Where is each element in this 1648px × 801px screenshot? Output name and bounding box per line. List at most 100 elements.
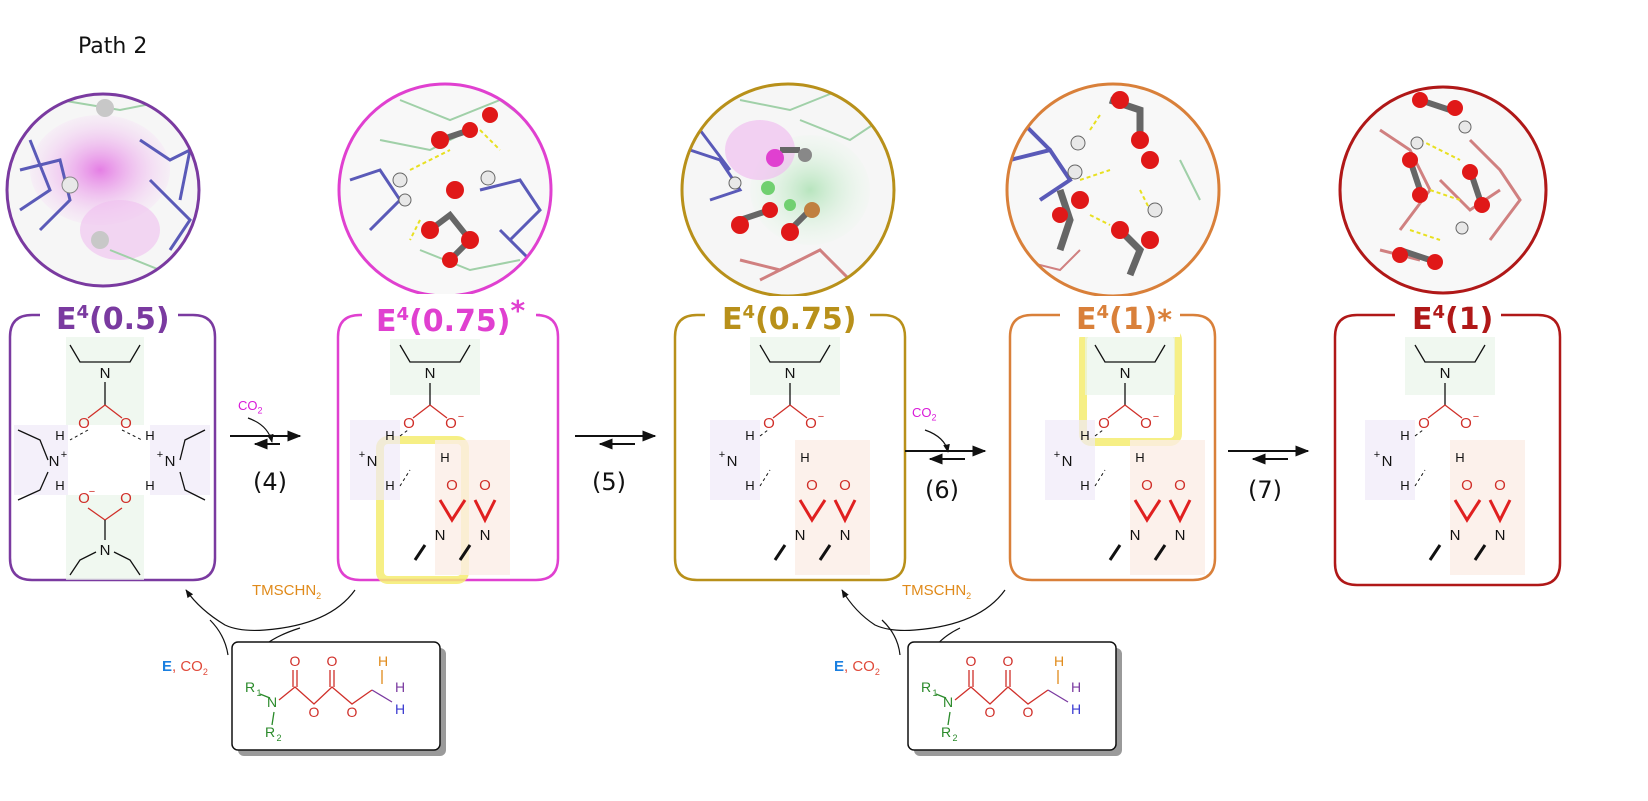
bond [968,670,1011,687]
bond [1414,344,1486,363]
charge-minus: − [1473,411,1479,423]
bond [278,686,373,705]
atom-o: O [445,415,457,432]
bond [292,670,335,687]
co2-main: CO [238,398,258,413]
bond [17,429,49,501]
atom-n: N [1495,527,1506,544]
atom-o: O [763,415,775,432]
bond [798,499,827,523]
atom-n: N [1440,365,1451,382]
bond [759,344,831,363]
structure-frame-4 [1333,313,1562,587]
tms-sub: 2 [316,591,322,601]
atom-n: N [785,365,796,382]
bond [371,689,393,703]
tmschn2-label-2: TMSCHN2 [902,582,971,601]
charge-minus: − [1153,411,1159,423]
atom-o: O [347,704,358,720]
r2-label: R [265,724,275,740]
atom-n: N [727,453,738,470]
carbamate-bg [1405,335,1495,395]
bond [179,429,206,501]
atom-h: H [55,478,64,493]
atom-n: N [49,453,60,470]
tms-loop-arrow-2 [841,589,1006,632]
carbamate-bg [435,440,510,575]
atom-n: N [840,527,851,544]
tms-loop-arrow-1 [185,589,356,632]
atom-h: H [395,679,405,695]
ammonium-bg [710,420,760,500]
tms-sub: 2 [966,591,972,601]
atom-o: O [327,653,338,669]
e-rest: , CO [172,658,203,675]
atom-h: H [145,428,154,443]
bond [438,499,467,523]
bond [1094,344,1166,363]
snapshot-e4-05 [5,92,201,288]
atom-o: O [1418,415,1430,432]
bond [413,544,472,561]
atom-o: O [479,477,491,494]
state-sup: 4 [76,302,90,323]
atom-n: N [480,527,491,544]
atom-o: O [120,490,132,507]
atom-h: H [385,428,394,443]
snapshot-e4-075-star [337,82,553,298]
atom-o: O [1140,415,1152,432]
atom-o: O [1023,704,1034,720]
atom-n: N [435,527,446,544]
carbamate-bg [750,335,840,395]
bond [1428,544,1487,561]
atom-o: O [806,477,818,494]
eco2-arrow-2 [881,619,901,656]
atom-n: N [100,542,111,559]
state-arg: (0.75) [755,302,857,337]
charge-plus: + [61,449,67,461]
r2-label: R [941,724,951,740]
structure-frame-2 [673,313,907,582]
r1-label: R [921,679,931,695]
e-letter: E [834,658,845,675]
state-title-e4-1: E4(1) [1404,296,1502,337]
atom-h: H [1400,478,1409,493]
state-sup: 4 [1432,302,1446,323]
bond [1108,544,1167,561]
atom-h: H [1071,679,1081,695]
carbamate-bg [66,330,144,425]
bond [1107,404,1143,419]
atom-o: O [805,415,817,432]
state-base: E [1076,302,1097,337]
state-sup: 4 [742,302,756,323]
atom-n: N [425,365,436,382]
state-base: E [376,304,397,339]
atom-n: N [795,527,806,544]
hbond [1094,429,1106,487]
atom-o: O [1003,653,1014,669]
carbamate-bg [390,335,480,395]
snapshot-e4-075 [680,82,896,298]
equilibrium-arrow-6 [905,445,987,465]
bond [87,404,123,419]
e-co2-label-1: E, CO2 [162,658,208,677]
atom-o: O [985,704,996,720]
atom-h: H [1071,701,1081,717]
co2-curved-arrow-4 [247,417,274,443]
state-base: E [722,302,743,337]
bond [833,499,857,524]
e-sub: 2 [874,667,880,677]
ammonium-bg [1365,420,1415,500]
carbamate-bg [795,440,870,575]
atom-h: H [1080,478,1089,493]
r2-sub: 2 [952,733,957,743]
bond [399,344,471,363]
charge-plus: + [157,449,163,461]
charge-minus: − [818,411,824,423]
atom-o: O [290,653,301,669]
